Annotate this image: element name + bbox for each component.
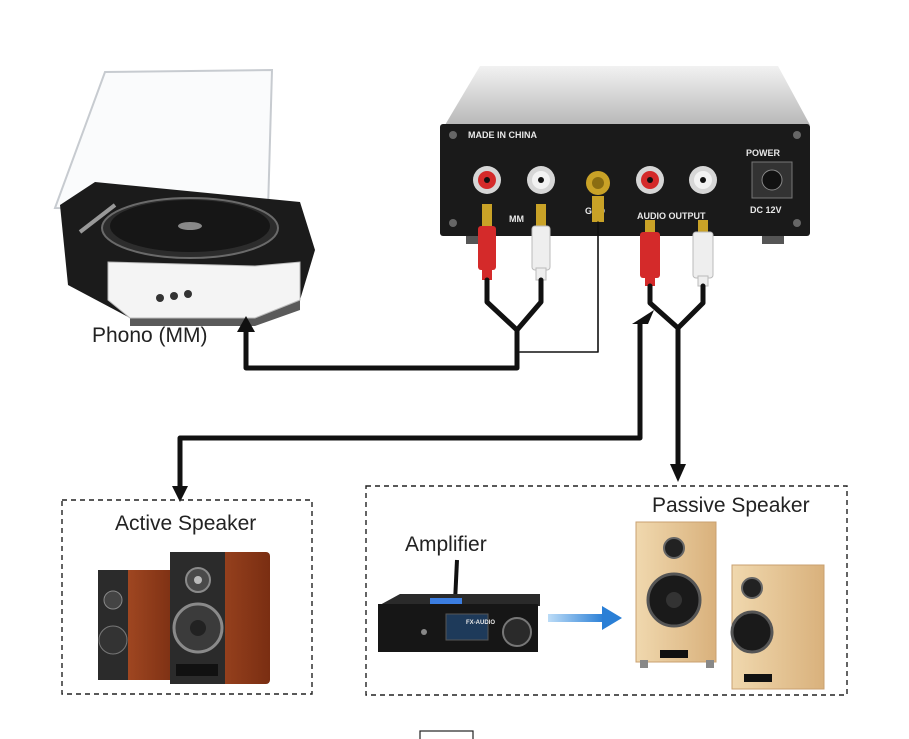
phono-label: Phono (MM) xyxy=(92,324,208,347)
rca-plugs xyxy=(478,196,714,287)
active-speaker-box xyxy=(61,499,313,695)
made-in-china-text: MADE IN CHINA xyxy=(468,130,537,140)
turntable-wire xyxy=(243,277,520,371)
wiring xyxy=(177,221,706,493)
amplifier-label: Amplifier xyxy=(405,533,487,556)
active-speakers xyxy=(98,552,270,684)
arrow-to-passive-speaker xyxy=(670,464,686,482)
active-speaker-label: Active Speaker xyxy=(115,512,257,535)
signal-arrow-head xyxy=(602,606,622,630)
dc-12v-text: DC 12V xyxy=(750,205,782,215)
signal-arrow-shaft xyxy=(548,614,604,622)
arrow-to-turntable xyxy=(237,316,255,332)
bottom-marker-box xyxy=(419,730,474,739)
phono-preamp: MADE IN CHINA POWER MM GND AUDIO OUTPUT … xyxy=(440,66,810,244)
arrow-to-active-speaker xyxy=(172,486,188,502)
arrow-to-preamp xyxy=(632,310,654,324)
passive-speakers xyxy=(635,521,825,690)
turntable xyxy=(53,68,315,326)
ground-wire xyxy=(519,221,599,353)
fx-audio-text: FX-AUDIO xyxy=(466,620,495,626)
passive-speaker-label: Passive Speaker xyxy=(652,494,810,517)
amplifier-device: FX-AUDIO xyxy=(378,559,540,652)
passive-system-box xyxy=(365,485,848,696)
mm-text: MM xyxy=(509,214,524,224)
active-speaker-wire xyxy=(177,319,643,493)
audio-output-text: AUDIO OUTPUT xyxy=(637,211,706,221)
power-text: POWER xyxy=(746,148,781,158)
